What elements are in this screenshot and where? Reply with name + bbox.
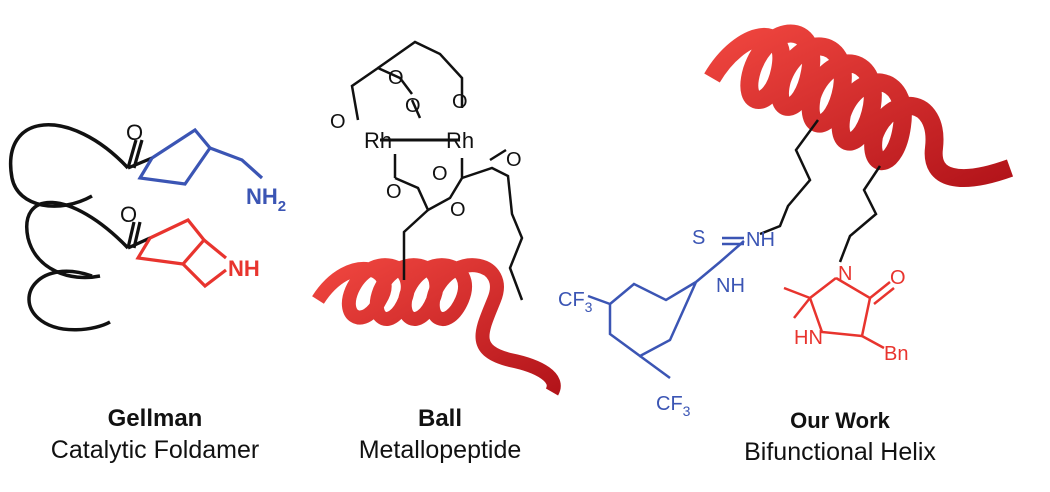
cf3-lower: CF3 <box>656 393 691 419</box>
ring-n: N <box>838 263 852 285</box>
cf3-upper: CF3 <box>558 289 593 315</box>
o-8: O <box>506 149 522 171</box>
lower-ring <box>126 218 228 289</box>
our-work-structure: S NH NH CF3 CF3 N O HN Bn <box>558 24 1014 419</box>
linkers <box>759 119 882 263</box>
thiourea-s: S <box>692 227 705 249</box>
rhodium-left: Rh <box>364 128 392 153</box>
carbonyl-o-lower: O <box>120 202 137 227</box>
caption-title: Our Work <box>790 408 890 433</box>
caption-subtitle: Catalytic Foldamer <box>50 436 260 464</box>
carbonyl-o-upper: O <box>126 120 143 145</box>
upper-ring <box>126 127 264 186</box>
caption-ball: Ball Metallopeptide <box>330 404 550 466</box>
paddlewheel-bonds <box>350 40 524 301</box>
amine-nh2-label: NH2 <box>246 184 286 215</box>
foldamer-backbone <box>8 123 130 332</box>
o-4: O <box>388 67 404 89</box>
ball-helix <box>312 258 561 396</box>
thiourea-nh-lower: NH <box>716 275 745 297</box>
o-2: O <box>405 95 421 117</box>
o-6: O <box>432 163 448 185</box>
imidazolidinone <box>783 276 895 350</box>
rhodium-right: Rh <box>446 128 474 153</box>
o-5: O <box>386 181 402 203</box>
caption-subtitle: Bifunctional Helix <box>744 438 936 466</box>
o-7: O <box>450 199 466 221</box>
pyrrolidine-nh-label: NH <box>228 256 260 281</box>
ring-o: O <box>890 267 906 289</box>
helix-ribbon-our-work <box>704 24 1014 188</box>
o-1: O <box>330 111 346 133</box>
ring-hn: HN <box>794 327 823 349</box>
thiourea-aryl <box>587 236 745 380</box>
ball-structure: Rh Rh O O O O O O O O <box>312 40 561 396</box>
thiourea-nh-upper: NH <box>746 229 775 251</box>
caption-title: Gellman <box>107 405 203 432</box>
benzyl-bn: Bn <box>884 343 908 365</box>
caption-gellman: Gellman Catalytic Foldamer <box>10 404 300 466</box>
caption-title: Ball <box>417 405 462 432</box>
caption-our-work: Our Work Bifunctional Helix <box>700 406 980 468</box>
caption-subtitle: Metallopeptide <box>358 436 522 464</box>
gellman-structure: O O NH2 NH <box>8 120 286 332</box>
o-3: O <box>452 91 468 113</box>
helix-ribbon-ball <box>312 258 561 396</box>
